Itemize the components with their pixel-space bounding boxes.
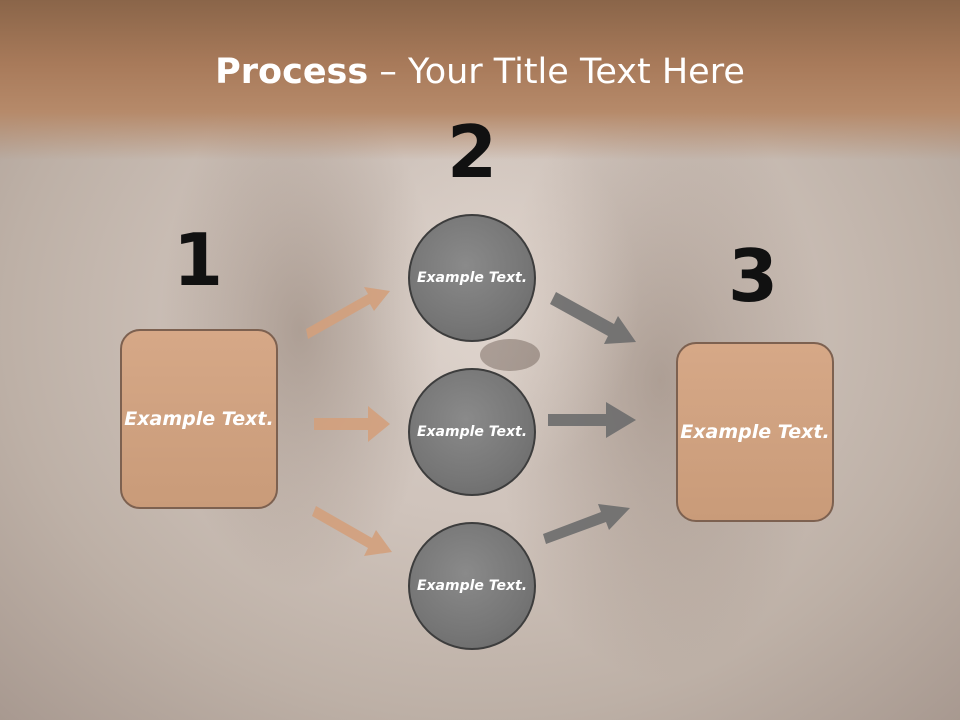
arrow-down-right-left bbox=[312, 506, 392, 556]
circle-top-label: Example Text. bbox=[416, 269, 528, 286]
step-number-3: 3 bbox=[727, 234, 779, 318]
title-bold: Process bbox=[215, 52, 369, 92]
step-box-1-label: Example Text. bbox=[124, 407, 274, 430]
arrow-down-right-right bbox=[550, 292, 636, 344]
arrow-right-left bbox=[314, 406, 390, 442]
title-rest: – Your Title Text Here bbox=[368, 52, 745, 92]
circle-middle-label: Example Text. bbox=[416, 423, 528, 440]
step-box-1: Example Text. bbox=[120, 329, 278, 509]
circle-middle: Example Text. bbox=[408, 368, 536, 496]
circle-top: Example Text. bbox=[408, 214, 536, 342]
arrow-up-right-right bbox=[543, 504, 630, 544]
slide-title: Process – Your Title Text Here bbox=[0, 52, 960, 92]
step-number-1: 1 bbox=[172, 218, 224, 302]
header-band bbox=[0, 0, 960, 160]
step-box-3: Example Text. bbox=[676, 342, 834, 522]
circle-bottom: Example Text. bbox=[408, 522, 536, 650]
step-box-3-label: Example Text. bbox=[680, 420, 830, 443]
circle-bottom-label: Example Text. bbox=[416, 577, 528, 594]
arrow-up-right-left bbox=[306, 287, 390, 339]
right-arrows bbox=[543, 292, 636, 544]
left-arrows bbox=[306, 287, 392, 556]
step-number-2: 2 bbox=[446, 110, 498, 194]
arrow-right-right bbox=[548, 402, 636, 438]
